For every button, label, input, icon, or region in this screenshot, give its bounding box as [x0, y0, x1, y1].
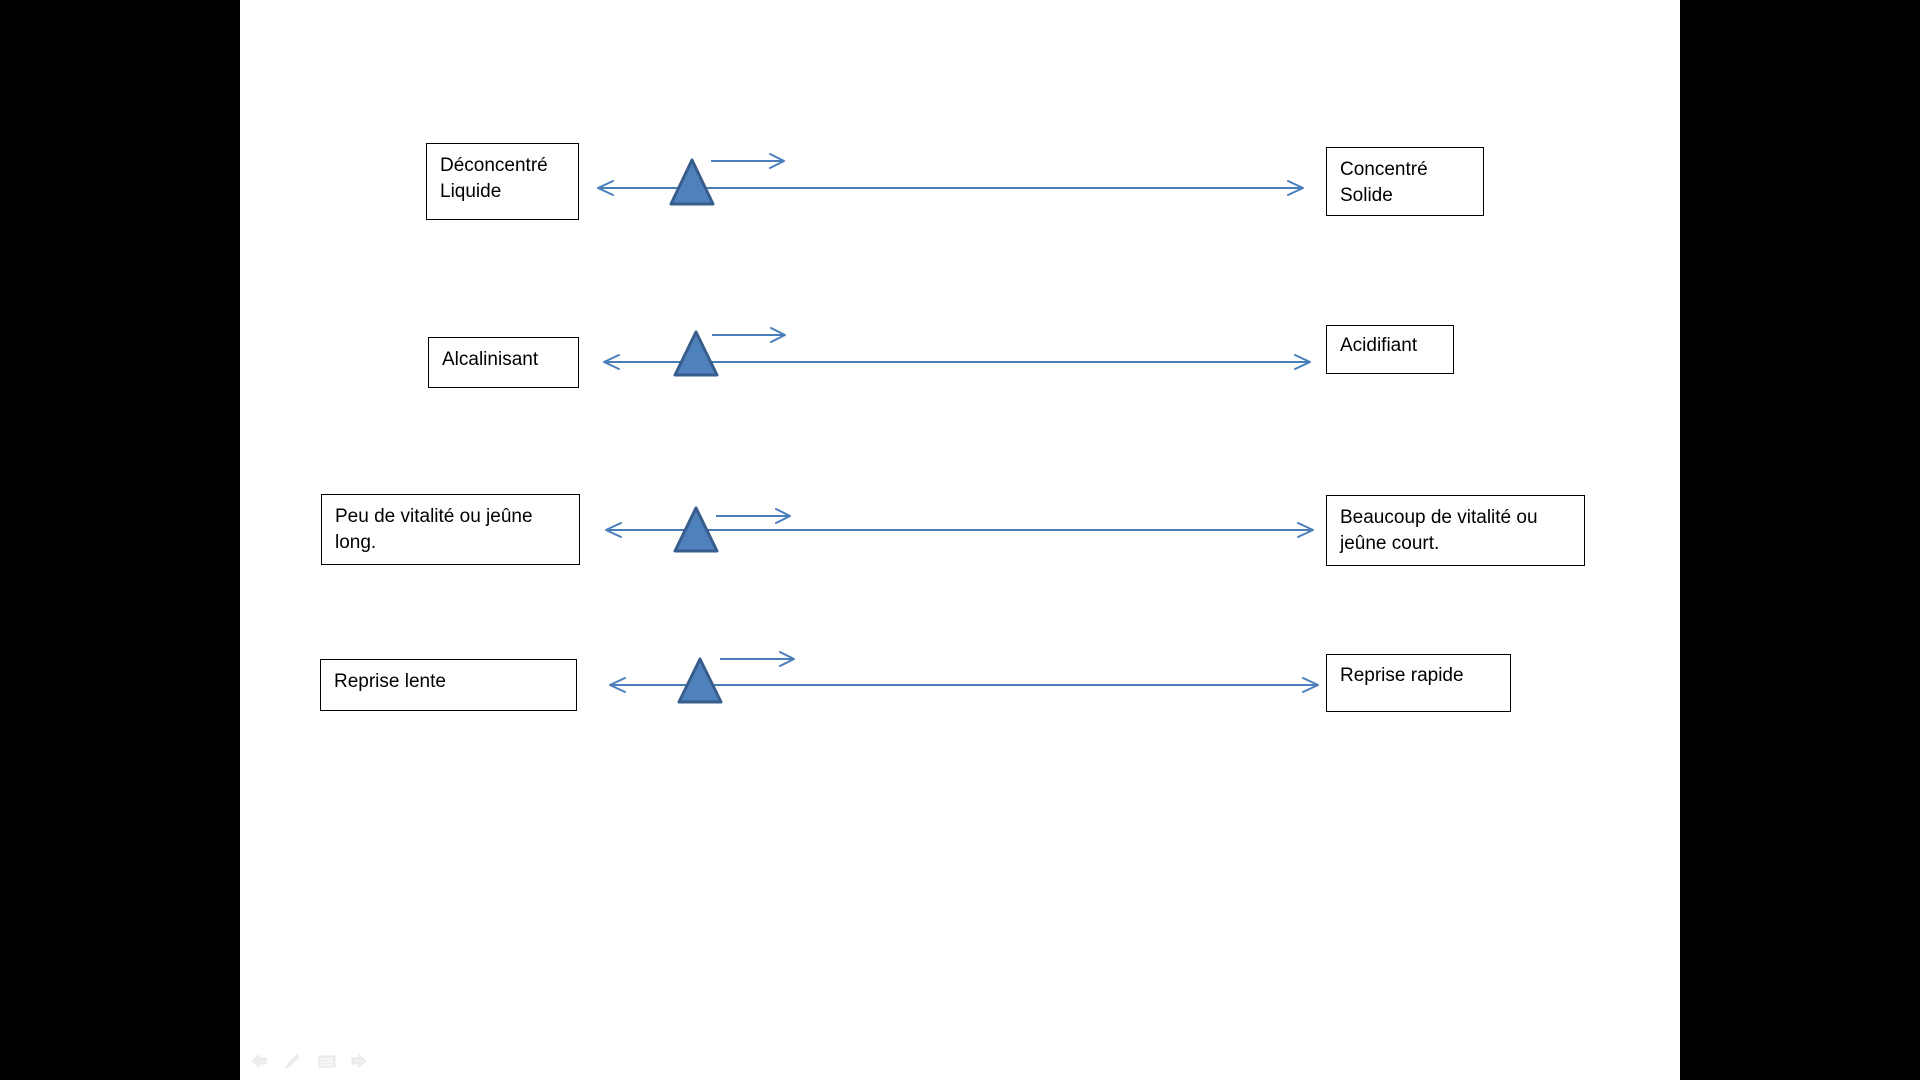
double-arrow-3-left-head: [605, 522, 622, 538]
double-arrow-4-left-head: [609, 677, 626, 693]
direction-arrow-2-head: [770, 327, 786, 343]
left-label-line: Déconcentré: [440, 155, 548, 176]
direction-arrow-1-head: [769, 153, 785, 169]
position-marker-2: [673, 330, 719, 377]
position-marker-3: [673, 506, 719, 553]
menu-icon[interactable]: [316, 1050, 338, 1072]
left-label-box-3: Peu de vitalité ou jeûne long.: [321, 494, 580, 565]
direction-arrow-3-head: [775, 508, 791, 524]
scale-2: [603, 327, 1311, 377]
right-label-box-2: Acidifiant: [1326, 325, 1454, 374]
right-label-box-1: Concentré Solide: [1326, 147, 1484, 216]
left-label-line: long.: [335, 532, 377, 553]
double-arrow-1-right-head: [1287, 180, 1304, 196]
right-label-line: Reprise rapide: [1340, 665, 1464, 686]
right-label-line: jeûne court.: [1340, 533, 1440, 554]
right-label-box-4: Reprise rapide: [1326, 654, 1511, 712]
double-arrow-2-left-head: [603, 354, 620, 370]
left-label-box-2: Alcalinisant: [428, 337, 579, 388]
right-label-line: Concentré: [1340, 159, 1428, 180]
right-label-line: Solide: [1340, 185, 1393, 206]
pen-icon[interactable]: [282, 1050, 304, 1072]
left-label-line: Alcalinisant: [442, 349, 539, 370]
left-label-box-4: Reprise lente: [320, 659, 577, 711]
right-label-line: Acidifiant: [1340, 335, 1418, 356]
right-label-box-3: Beaucoup de vitalité ou jeûne court.: [1326, 495, 1585, 566]
scale-1: [597, 153, 1304, 206]
position-marker-1: [669, 158, 715, 206]
scale-3: [605, 506, 1314, 553]
scale-4: [609, 651, 1319, 704]
next-icon[interactable]: [348, 1050, 370, 1072]
double-arrow-3-right-head: [1297, 522, 1314, 538]
left-label-line: Liquide: [440, 181, 502, 202]
left-label-line: Reprise lente: [334, 671, 446, 692]
left-label-box-1: Déconcentré Liquide: [426, 143, 579, 220]
slideshow-controls: [248, 1050, 378, 1072]
direction-arrow-4-head: [779, 651, 795, 667]
double-arrow-1-left-head: [597, 180, 614, 196]
double-arrow-4-right-head: [1302, 677, 1319, 693]
position-marker-4: [677, 657, 723, 704]
left-label-line: Peu de vitalité ou jeûne: [335, 506, 533, 527]
double-arrow-2-right-head: [1294, 354, 1311, 370]
previous-icon[interactable]: [248, 1050, 270, 1072]
right-label-line: Beaucoup de vitalité ou: [1340, 507, 1538, 528]
